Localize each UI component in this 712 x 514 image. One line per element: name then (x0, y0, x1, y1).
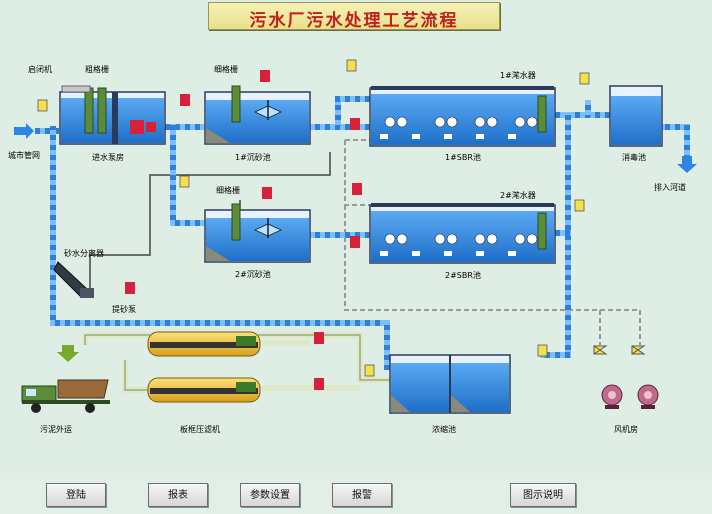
water-pipe-network (35, 96, 690, 370)
blower-valve-1[interactable] (593, 345, 608, 355)
decanter-1-label: 1#滗水器 (500, 70, 536, 80)
to-river-label: 排入河道 (654, 182, 686, 192)
help-button[interactable]: 图示说明 (510, 483, 576, 507)
report-button[interactable]: 报表 (148, 483, 208, 507)
disinfection-tank-label: 消毒池 (622, 152, 646, 162)
grit-tank-1[interactable] (204, 85, 311, 145)
sludge-truck-icon (21, 379, 110, 413)
inlet-pump-house-label: 进水泵房 (92, 152, 124, 162)
thickener-tank[interactable] (389, 354, 511, 414)
coarse-screen-label: 粗格栅 (85, 64, 109, 74)
blower-valve-2[interactable] (631, 345, 646, 355)
params-button[interactable]: 参数设置 (240, 483, 300, 507)
grit-tank-1-label: 1#沉砂池 (235, 152, 271, 162)
sand-separator[interactable] (53, 261, 94, 298)
sludge-pipe-stroke (84, 334, 390, 391)
sbr-1-label: 1#SBR池 (445, 152, 481, 162)
thickener-label: 浓缩池 (432, 424, 456, 434)
blower-1[interactable] (601, 384, 623, 409)
sand-pump-label: 提砂泵 (112, 304, 136, 314)
pump-status-indicator[interactable] (125, 70, 362, 390)
sbr-tank-2[interactable] (369, 203, 556, 264)
disinfection-tank[interactable] (609, 85, 663, 147)
decanter-2-label: 2#滗水器 (500, 190, 536, 200)
inlet-pump-house[interactable] (59, 85, 166, 145)
blower-room-label: 风机房 (614, 424, 638, 434)
belt-press-1[interactable] (147, 331, 261, 357)
title-banner: 污水厂污水处理工艺流程 (208, 2, 500, 31)
fine-screen-1-label: 细格栅 (214, 64, 238, 74)
sand-separator-label: 砂水分离器 (64, 248, 104, 258)
page-title: 污水厂污水处理工艺流程 (249, 11, 459, 31)
belt-press-label: 板框压滤机 (180, 424, 220, 434)
down-arrow-icon (57, 345, 79, 362)
valve-indicator[interactable] (37, 59, 590, 377)
blower-2[interactable] (637, 384, 659, 409)
gate-label: 启闭机 (28, 64, 52, 74)
fine-screen-2-label: 细格栅 (216, 185, 240, 195)
outlet-arrow-icon (677, 156, 697, 173)
login-button[interactable]: 登陆 (46, 483, 106, 507)
belt-press-2[interactable] (147, 377, 261, 403)
air-pipe-network (344, 139, 641, 345)
grit-tank-2[interactable] (204, 203, 311, 263)
inlet-arrow-icon (14, 123, 34, 139)
inlet-pipe-label: 城市管网 (8, 150, 40, 160)
grit-tank-2-label: 2#沉砂池 (235, 269, 271, 279)
sbr-tank-1[interactable] (369, 86, 556, 147)
sludge-transport-label: 污泥外运 (40, 424, 72, 434)
alarm-button[interactable]: 报警 (332, 483, 392, 507)
sbr-2-label: 2#SBR池 (445, 270, 481, 280)
